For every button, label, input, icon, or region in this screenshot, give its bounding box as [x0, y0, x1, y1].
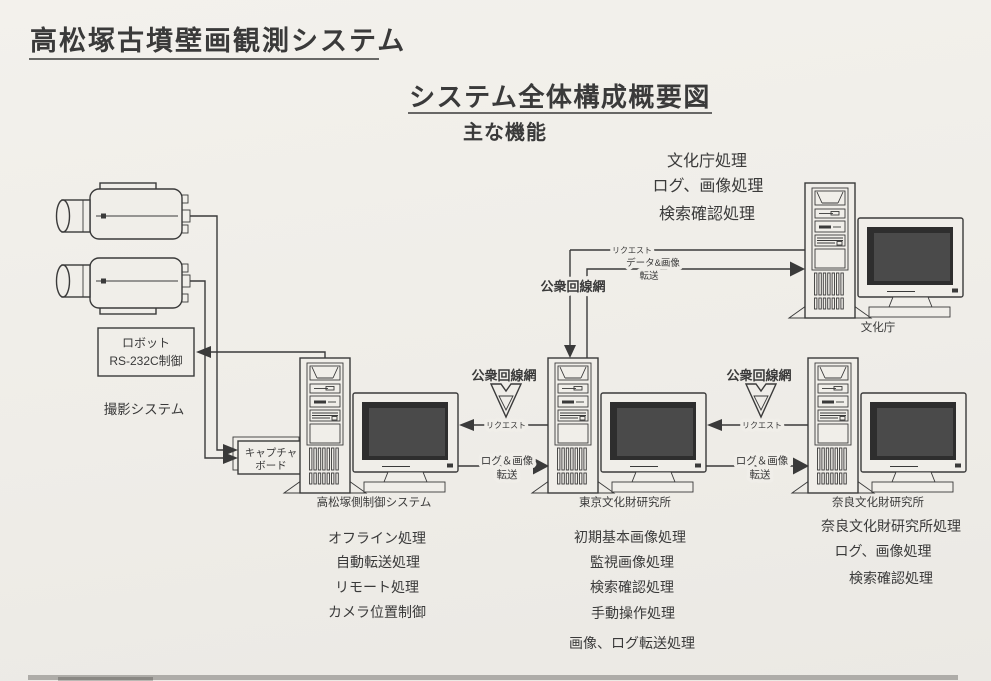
- tokyo-computer: [531, 357, 707, 494]
- capture-board-box: [237, 440, 305, 475]
- scan-edge-strip: [28, 675, 958, 680]
- data-image-label-line1: データ&画像: [626, 257, 680, 269]
- diagram-title: システム全体構成概要図: [409, 82, 711, 112]
- robot-box-label-line1: ロボット: [122, 336, 170, 350]
- camera2-arrowhead: [223, 452, 238, 464]
- robot-box-label-line2: RS-232C制御: [109, 353, 182, 368]
- agency-request-line: [569, 249, 805, 345]
- tokyo-label: 東京文化財研究所: [579, 495, 671, 509]
- capture-board-label-line2: ボード: [255, 460, 287, 472]
- agency-data-image-line: [586, 268, 790, 358]
- scan-edge-dark: [58, 677, 153, 681]
- public-network-bolt-2: [745, 383, 777, 418]
- agency-function: ログ、画像処理: [653, 177, 764, 195]
- tokyo-function: 初期基本画像処理: [574, 529, 686, 545]
- agency-function: 検索確認処理: [659, 205, 755, 223]
- request-arrowhead-1: [459, 419, 474, 431]
- nara-function: ログ、画像処理: [834, 543, 931, 559]
- camera1-cable: [190, 215, 223, 451]
- tokyo-function: 画像、ログ転送処理: [569, 635, 695, 651]
- robot-control-line: [211, 351, 326, 358]
- request-arrowhead-2: [707, 419, 722, 431]
- functions-heading: 主な機能: [463, 120, 547, 144]
- camera2-cable: [190, 280, 223, 459]
- tokyo-function: 監視画像処理: [590, 554, 674, 570]
- agency-data-image-arrowhead: [790, 261, 805, 277]
- nara-function: 奈良文化財研究所処理: [821, 518, 961, 534]
- robot-control-box: [97, 327, 195, 377]
- request-label-1: リクエスト: [486, 421, 526, 430]
- takamatsuzuka-function: オフライン処理: [328, 530, 426, 546]
- takamatsuzuka-label: 高松塚側制御システム: [317, 495, 432, 509]
- nara-function: 検索確認処理: [849, 570, 933, 586]
- log-image-label1-line2: 転送: [497, 468, 518, 481]
- log-image-label2-line2: 転送: [750, 468, 771, 481]
- nara-computer: [791, 357, 967, 494]
- agency-computer: [788, 182, 964, 319]
- public-network-label-1: 公衆回線網: [471, 368, 536, 383]
- capture-board-label-line1: キャプチャ: [245, 447, 297, 459]
- request-label-2: リクエスト: [742, 421, 782, 430]
- tokyo-function: 検索確認処理: [590, 579, 674, 595]
- request-label-agency: リクエスト: [612, 246, 652, 255]
- takamatsuzuka-function: 自動転送処理: [336, 554, 420, 570]
- nara-label: 奈良文化財研究所: [832, 495, 924, 509]
- agency-function: 文化庁処理: [667, 152, 747, 170]
- log-image-arrowhead-1: [533, 457, 549, 475]
- camera-2: [55, 257, 191, 315]
- public-network-label-2: 公衆回線網: [726, 368, 791, 383]
- agency-request-down-arrowhead: [564, 345, 576, 358]
- robot-arrowhead: [196, 346, 211, 358]
- page-title: 高松塚古墳壁画観測システム: [30, 25, 406, 56]
- log-image-label1-line1: ログ＆画像: [481, 454, 534, 467]
- camera-system-label: 撮影システム: [104, 401, 185, 417]
- agency-label: 文化庁: [861, 320, 896, 334]
- data-image-label-line2: 転送: [639, 270, 659, 282]
- public-network-label-3: 公衆回線網: [540, 279, 605, 294]
- camera-1: [55, 182, 191, 240]
- log-image-label2-line1: ログ＆画像: [736, 454, 789, 467]
- log-image-arrowhead-2: [793, 457, 809, 475]
- tokyo-function: 手動操作処理: [591, 605, 675, 621]
- takamatsuzuka-computer: [283, 357, 459, 494]
- takamatsuzuka-function: カメラ位置制御: [328, 604, 426, 620]
- takamatsuzuka-function: リモート処理: [335, 579, 419, 595]
- camera1-arrowhead: [223, 444, 238, 456]
- public-network-bolt-1: [490, 383, 522, 418]
